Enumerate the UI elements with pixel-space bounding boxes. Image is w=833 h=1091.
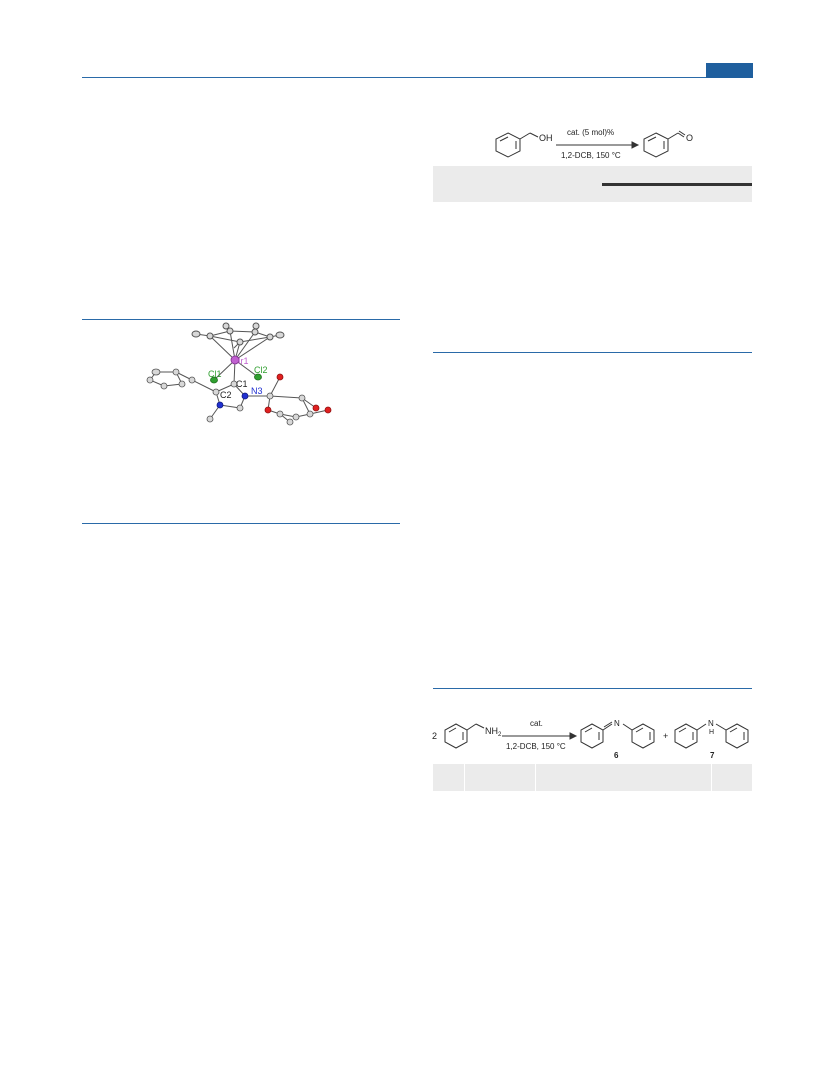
scheme1-product-group: O	[686, 133, 693, 143]
scheme-alcohol-oxidation: OH cat. (5 mol)% 1,2-DCB, 150 °C O	[495, 128, 693, 160]
svg-text:NH2: NH2	[485, 726, 502, 738]
header-rule	[82, 77, 752, 78]
scheme2-conditions-bottom: 1,2-DCB, 150 °C	[506, 742, 566, 751]
scheme2-amine-h: H	[709, 729, 714, 736]
scheme2-conditions-top: cat.	[530, 719, 543, 728]
scheme1-reactant-group: OH	[539, 133, 553, 143]
scheme1-conditions-bottom: 1,2-DCB, 150 °C	[561, 151, 621, 160]
atom-label-ir1: Ir1	[238, 356, 249, 366]
scheme2-reactant-subscript: 2	[498, 732, 502, 738]
figure-top-rule	[82, 319, 400, 320]
table2-col-divider-3	[711, 764, 712, 791]
header-tab-block	[706, 63, 753, 78]
scheme2-coefficient: 2	[432, 731, 437, 741]
scheme2-plus: +	[663, 731, 668, 741]
table1-header-rule	[602, 183, 752, 186]
scheme1-conditions-top: cat. (5 mol)%	[567, 128, 614, 137]
crystal-structure-figure: Ir1 Cl1 Cl2 C1 C2 N3	[146, 322, 332, 426]
scheme2-amine-atom: N	[708, 719, 714, 728]
atom-label-n3: N3	[251, 386, 263, 396]
table2-col-divider-2	[535, 764, 536, 791]
scheme-amine-coupling: 2 NH2 cat. 1,2-DCB, 150 °C N + N H 6 7	[432, 719, 749, 760]
table2-top-rule	[433, 688, 752, 689]
scheme2-reactant-group: NH	[485, 726, 498, 736]
atom-label-c2: C2	[220, 390, 232, 400]
figure-bottom-rule	[82, 523, 400, 524]
atom-label-cl2: Cl2	[254, 365, 268, 375]
atom-label-cl1: Cl1	[208, 369, 222, 379]
scheme2-product2-label: 7	[710, 751, 715, 760]
table2-header-shading	[433, 764, 752, 791]
scheme2-product1-label: 6	[614, 751, 619, 760]
atom-label-c1: C1	[236, 379, 248, 389]
table2-col-divider-1	[464, 764, 465, 791]
scheme2-imine-atom: N	[614, 719, 620, 728]
table1-bottom-rule	[433, 352, 752, 353]
